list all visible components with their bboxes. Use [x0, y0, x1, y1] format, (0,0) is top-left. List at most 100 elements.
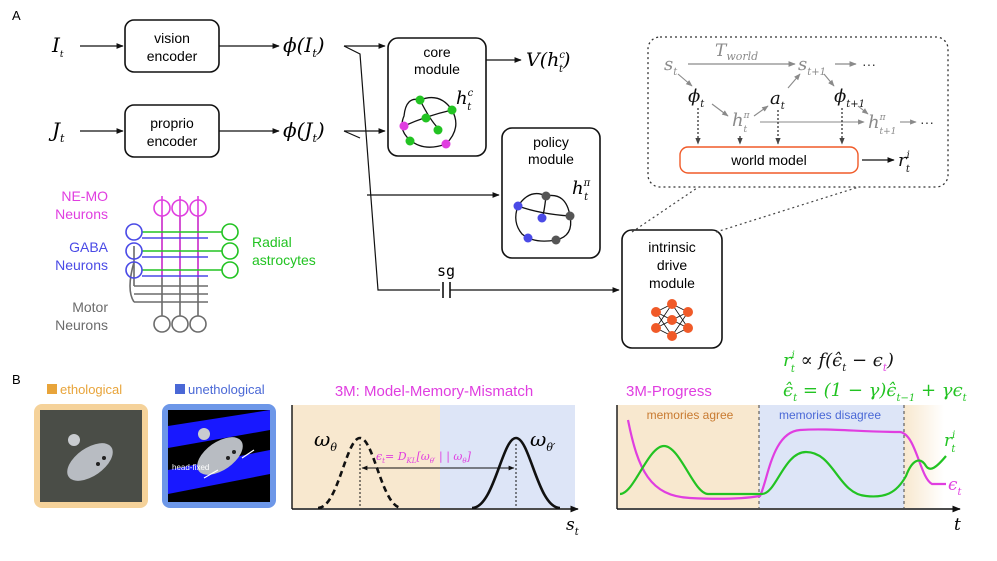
- core-module-box: [387, 37, 487, 157]
- proprio-encoder-box: [124, 104, 220, 158]
- intrinsic-node: [651, 323, 661, 333]
- motor-label-2: Neurons: [55, 317, 108, 333]
- progress-title: 3M-Progress: [626, 383, 712, 400]
- world-model-box: [679, 146, 859, 174]
- ethological-swatch: [47, 384, 57, 394]
- unethological-swatch: [175, 384, 185, 394]
- omega-theta-label: ωθ: [314, 427, 337, 454]
- wm-phi-t: ϕt: [688, 86, 705, 110]
- vision-encoder-box: [124, 19, 220, 73]
- intrinsic-module-box: [621, 229, 723, 349]
- vision-encoder-line2: encoder: [147, 48, 198, 64]
- intrinsic-line2: drive: [657, 257, 688, 273]
- fish-icon: [197, 428, 243, 475]
- progress-bg-fade: [904, 405, 944, 508]
- vision-encoder-line1: vision: [154, 30, 190, 46]
- gaba-label-2: Neurons: [55, 257, 108, 273]
- wm-a-t: at: [770, 88, 786, 112]
- core-module-line1: core: [423, 44, 450, 60]
- wm-s-t1: st+1: [798, 54, 826, 78]
- motor-label-1: Motor: [72, 299, 108, 315]
- core-node: [421, 113, 431, 123]
- astro-label-2: astrocytes: [252, 252, 316, 268]
- progress-x-label: t: [954, 515, 961, 535]
- mismatch-title: 3M: Model-Memory-Mismatch: [335, 383, 533, 400]
- core-node: [441, 139, 451, 149]
- policy-node: [541, 191, 551, 201]
- eq-eps-hat: ϵ̂t = (1 − γ)ϵ̂t−1 + γϵt: [783, 380, 968, 404]
- phi-j-label: ϕ(Jt): [283, 118, 325, 145]
- route-phi-i-down: [343, 45, 440, 291]
- omega-theta-curve: [317, 436, 403, 510]
- intrinsic-line3: module: [649, 275, 695, 291]
- head-fixed-label: head-fixed: [172, 463, 209, 472]
- intrinsic-node: [667, 315, 677, 325]
- blue-stripe-1: [168, 410, 270, 448]
- omega-theta-prime-label: ωθ′: [530, 427, 556, 454]
- mismatch-bg-unethological: [440, 405, 575, 508]
- kl-equation: ϵt= DKL[ωθ′ | | ωθ]: [376, 450, 472, 465]
- sg-label: sg: [437, 262, 455, 280]
- policy-module-box: [501, 127, 601, 259]
- intrinsic-node: [683, 307, 693, 317]
- wm-dashed-feeds: [695, 108, 845, 145]
- progress-bg-disagree: [759, 405, 904, 508]
- omega-theta-prime-curve: [471, 436, 561, 510]
- wm-dots-1: ···: [862, 56, 876, 72]
- astro-label-1: Radial: [252, 234, 292, 250]
- wm-s-to-phi: [677, 73, 693, 87]
- head-fixed-arrow-2: [241, 449, 255, 459]
- wm-t-world: Tworld: [715, 41, 758, 63]
- core-node: [399, 121, 409, 131]
- memories-disagree-label: memories disagree: [779, 408, 881, 422]
- phi-i-label: ϕ(It): [283, 33, 325, 60]
- input-i: It: [51, 33, 64, 60]
- policy-node: [565, 211, 575, 221]
- policy-module-line1: policy: [533, 134, 569, 150]
- route-phi-j-branch: [343, 130, 361, 139]
- fish-icon: [67, 434, 113, 481]
- core-node: [405, 136, 415, 146]
- policy-node: [551, 235, 561, 245]
- eps-curve: [626, 419, 946, 500]
- policy-node: [513, 201, 523, 211]
- wm-phi-t1: ϕt+1: [834, 86, 865, 110]
- nemo-label-2: Neurons: [55, 206, 108, 222]
- wm-dots-2: ···: [920, 114, 934, 130]
- core-module-line2: module: [414, 61, 460, 77]
- panel-b-label: B: [12, 372, 21, 387]
- mismatch-x-label: st: [566, 515, 580, 538]
- memories-agree-label: memories agree: [647, 408, 734, 422]
- proprio-encoder-line1: proprio: [150, 115, 194, 131]
- wm-phi-to-h: [711, 103, 729, 117]
- policy-node: [537, 213, 547, 223]
- core-node: [447, 105, 457, 115]
- wm-s1-to-phi1: [823, 73, 835, 87]
- core-node: [415, 95, 425, 105]
- panel-a-label: A: [12, 8, 21, 23]
- head-fixed-arrow-1: [203, 469, 219, 479]
- wm-a-to-s1: [787, 73, 801, 89]
- intrinsic-line1: intrinsic: [648, 239, 695, 255]
- intrinsic-node: [651, 307, 661, 317]
- policy-module-line2: module: [528, 151, 574, 167]
- progress-bg-agree: [617, 405, 759, 508]
- intrinsic-node: [667, 331, 677, 341]
- gaba-label-1: GABA: [69, 239, 109, 255]
- proprio-encoder-line2: encoder: [147, 133, 198, 149]
- zoom-line-left: [631, 185, 701, 233]
- core-node: [433, 125, 443, 135]
- neuron-circuit: [125, 196, 239, 333]
- mismatch-bg-ethological: [292, 405, 440, 508]
- eps-curve-label: ϵt: [948, 475, 963, 498]
- wm-phi1-to-h1: [857, 105, 869, 115]
